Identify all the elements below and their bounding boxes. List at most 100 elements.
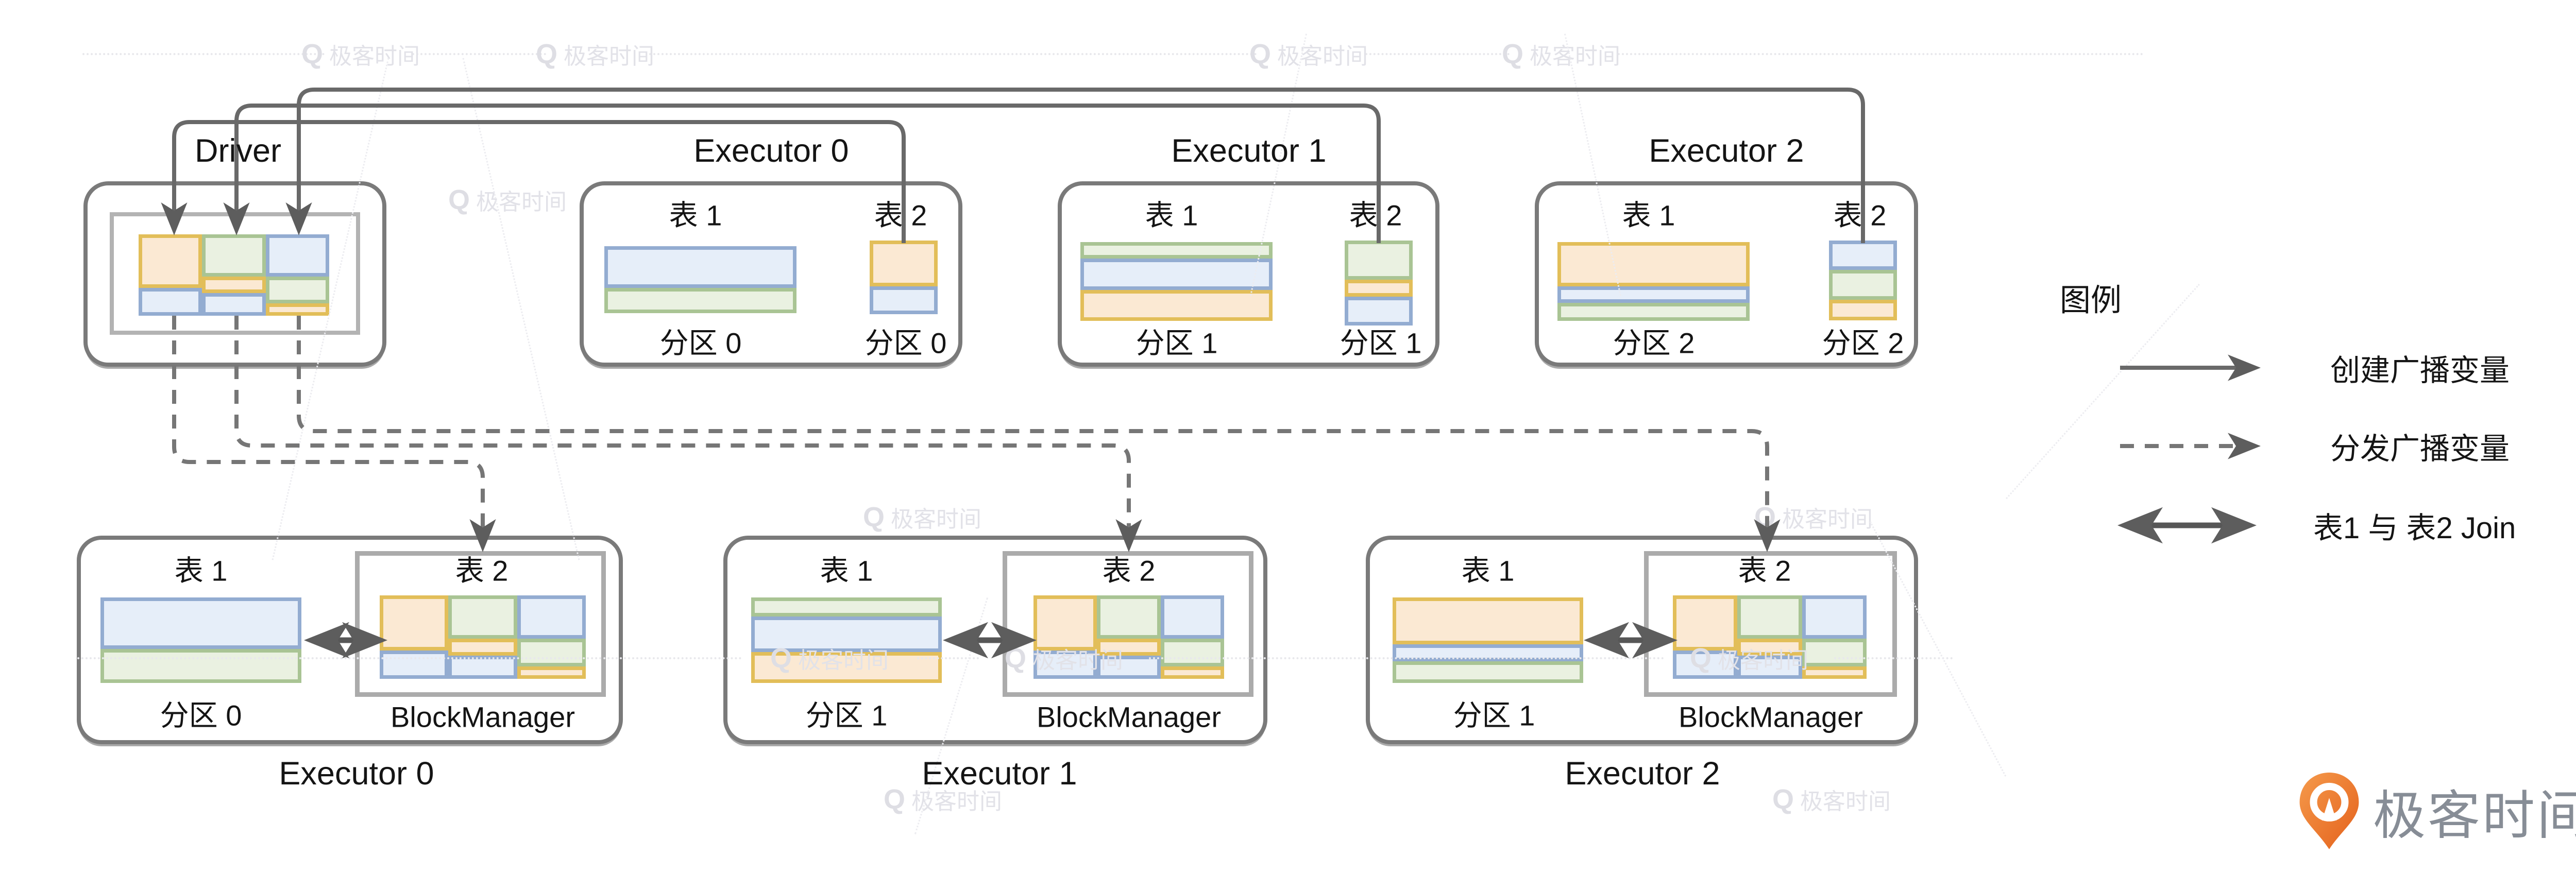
executor0-bottom-table1-stack	[100, 597, 301, 683]
geektime-mark-icon: Q	[301, 39, 324, 70]
block-orange	[1080, 290, 1273, 321]
executor1-bottom-partition-label: 分区 1	[805, 699, 888, 732]
grid-column	[380, 595, 449, 679]
geektime-mark-icon: Q	[1754, 502, 1776, 533]
block-blue	[1160, 595, 1224, 639]
block-green	[100, 648, 301, 683]
executor2-bottom-table2-label: 表 2	[1738, 554, 1791, 587]
block-blue	[265, 234, 329, 277]
geektime-logo: 极客时间	[2299, 773, 2576, 850]
executor0-table1-label: 表 1	[669, 199, 722, 232]
grid-column	[448, 595, 517, 679]
driver-broadcast-grid	[139, 234, 329, 316]
block-orange	[202, 277, 266, 293]
driver-title: Driver	[195, 133, 281, 169]
watermark-dotted-line	[1618, 53, 2143, 55]
block-blue	[1802, 595, 1867, 639]
geektime-mark-icon: Q	[1004, 643, 1027, 674]
block-blue	[1829, 241, 1897, 270]
executor1-table2-stack	[1345, 241, 1413, 326]
watermark-dotted-line	[1834, 657, 1953, 659]
executor1-bottom-table2-label: 表 2	[1102, 554, 1156, 587]
executor2-table2-stack	[1829, 241, 1897, 320]
block-green	[1345, 241, 1413, 280]
executor0-bottom-table1-label: 表 1	[174, 554, 228, 587]
watermark-dotted-line	[77, 657, 742, 659]
grid-column	[1160, 595, 1224, 679]
executor2-table2-partition-label: 分区 2	[1822, 327, 1904, 360]
executor2-table1-label: 表 1	[1622, 199, 1675, 232]
grid-column	[517, 595, 586, 679]
executor2-bottom-partition-label: 分区 1	[1453, 699, 1535, 732]
grid-column	[265, 234, 329, 316]
block-green	[751, 597, 942, 617]
grid-column	[1097, 595, 1161, 679]
executor1-table1-label: 表 1	[1145, 199, 1198, 232]
block-blue	[139, 288, 202, 316]
geektime-mark-icon: Q	[1501, 39, 1524, 70]
block-orange	[1802, 666, 1867, 679]
executor0-table1-stack	[604, 246, 796, 313]
legend-title: 图例	[2060, 283, 2122, 318]
block-blue	[202, 293, 266, 316]
block-green	[1160, 639, 1224, 666]
executor0-top-title: Executor 0	[693, 133, 849, 169]
block-green	[1557, 302, 1750, 321]
block-green	[448, 595, 517, 639]
block-blue	[380, 650, 449, 679]
geektime-logo-text: 极客时间	[2373, 786, 2576, 845]
executor0-blockmanager-grid	[380, 595, 586, 679]
executor2-bottom-table1-label: 表 1	[1461, 554, 1515, 587]
executor1-blockmanager-grid	[1033, 595, 1224, 679]
block-blue	[1737, 655, 1802, 679]
executor0-bottom-table2-label: 表 2	[455, 554, 509, 587]
block-green	[1737, 595, 1802, 639]
grid-column	[202, 234, 266, 316]
executor2-bottom-title: Executor 2	[1565, 756, 1720, 792]
executor2-blockmanager-grid	[1673, 595, 1867, 679]
geektime-mark-icon: Q	[862, 502, 885, 533]
block-orange	[1829, 299, 1897, 320]
grid-column	[1802, 595, 1867, 679]
block-green	[604, 287, 796, 313]
block-blue	[1097, 655, 1161, 679]
geektime-mark-icon: Q	[1249, 39, 1272, 70]
executor1-table1-partition-label: 分区 1	[1136, 327, 1218, 360]
executor1-bottom-table1-label: 表 1	[820, 554, 873, 587]
block-orange	[1557, 242, 1750, 286]
block-orange	[517, 666, 586, 679]
block-orange	[380, 595, 449, 651]
geektime-mark-icon: Q	[535, 39, 558, 70]
block-green	[1393, 661, 1583, 683]
executor1-top-title: Executor 1	[1171, 133, 1327, 169]
executor0-bottom-title: Executor 0	[279, 756, 434, 792]
executor2-table2-label: 表 2	[1833, 199, 1887, 232]
block-green	[1097, 595, 1161, 639]
block-orange	[1393, 597, 1583, 645]
geektime-mark-icon: Q	[448, 184, 470, 215]
executor0-table2-partition-label: 分区 0	[865, 327, 947, 360]
watermark-dotted-line	[1149, 657, 1664, 659]
watermark-dotted-line	[649, 53, 1257, 55]
executor1-bottom-title: Executor 1	[922, 756, 1077, 792]
legend-item-join-label: 表1 与 表2 Join	[2313, 511, 2516, 545]
executor1-table2-label: 表 2	[1349, 199, 1402, 232]
executor0-table1-partition-label: 分区 0	[659, 327, 742, 360]
executor2-table1-partition-label: 分区 2	[1613, 327, 1695, 360]
block-blue	[751, 616, 942, 653]
geektime-pin-icon	[2299, 773, 2359, 849]
block-blue	[100, 597, 301, 649]
block-green	[265, 277, 329, 304]
block-blue	[517, 595, 586, 639]
